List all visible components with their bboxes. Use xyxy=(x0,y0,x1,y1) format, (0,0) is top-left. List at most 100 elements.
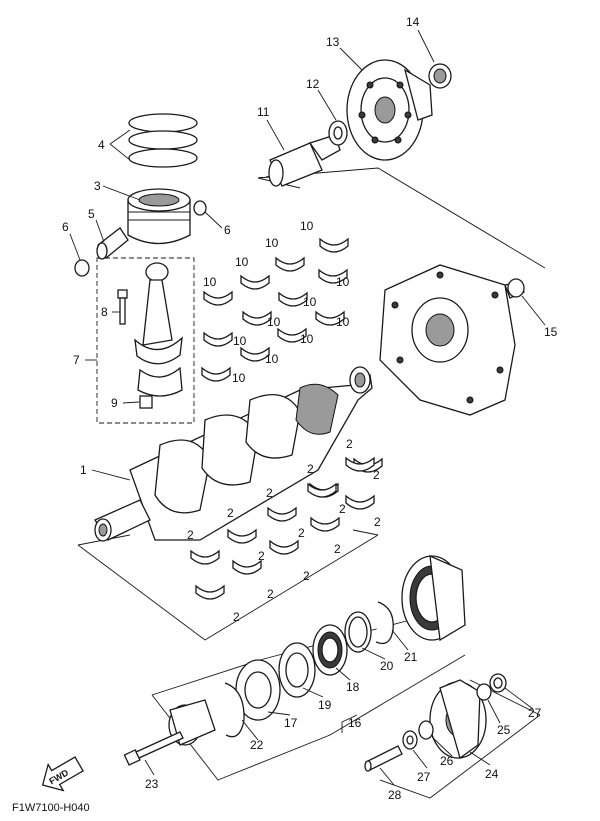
callout-labels: 14 13 12 11 4 3 5 6 6 8 7 9 1 15 10 10 1… xyxy=(62,15,558,802)
bearing-shell-10 xyxy=(201,366,231,382)
connecting-rod-assembly-box xyxy=(96,257,195,424)
part-6-clip-left xyxy=(74,259,90,277)
part-20-ring xyxy=(344,611,372,653)
callout-13: 13 xyxy=(326,35,340,49)
callout-18: 18 xyxy=(346,680,360,694)
bearing-shell-2 xyxy=(195,584,225,600)
part-10-bearings xyxy=(201,237,349,382)
callout-2: 2 xyxy=(233,610,240,624)
part-26-washer xyxy=(418,720,434,740)
part-7-connecting-rod xyxy=(134,262,183,397)
bearing-shell-2 xyxy=(227,528,257,544)
part-27-washer-top xyxy=(489,673,507,693)
part-15-housing xyxy=(379,264,525,416)
bearing-shell-10 xyxy=(318,268,348,284)
bearing-shell-2 xyxy=(345,494,375,510)
connecting-rod-parts xyxy=(117,262,183,409)
callout-10: 10 xyxy=(267,315,281,329)
callout-10: 10 xyxy=(303,295,317,309)
part-16-clutch-gear xyxy=(401,554,466,642)
part-15-seal xyxy=(507,278,525,298)
bearing-shell-10 xyxy=(278,291,308,307)
callout-10: 10 xyxy=(203,275,217,289)
right-gear-parts xyxy=(364,673,507,772)
callout-10: 10 xyxy=(300,219,314,233)
fwd-arrow-icon: FWD xyxy=(41,756,84,792)
bearing-shell-2 xyxy=(267,506,297,522)
callout-11: 11 xyxy=(257,105,270,119)
callout-28: 28 xyxy=(388,788,402,802)
part-6-clip-right xyxy=(193,200,207,216)
part-5-piston-pin xyxy=(96,227,129,260)
bearing-shell-10 xyxy=(315,310,345,326)
callout-10: 10 xyxy=(300,332,314,346)
callout-1: 1 xyxy=(80,463,87,477)
part-9-nut xyxy=(139,395,153,409)
part-19-race xyxy=(278,642,316,698)
part-8-bolt xyxy=(117,289,128,325)
leader-lines xyxy=(69,29,546,786)
callout-3: 3 xyxy=(94,179,101,193)
callout-2: 2 xyxy=(373,468,380,482)
callout-19: 19 xyxy=(318,698,332,712)
part-17-bearing xyxy=(235,659,281,721)
bearing-shell-10 xyxy=(242,310,272,326)
bearing-shell-10 xyxy=(275,256,305,272)
callout-4: 4 xyxy=(98,138,105,152)
callout-6-right: 6 xyxy=(224,223,231,237)
figure-code: F1W7100-H040 xyxy=(12,802,90,814)
callout-2: 2 xyxy=(339,502,346,516)
callout-10: 10 xyxy=(265,236,279,250)
part-25-bushing xyxy=(476,683,492,701)
part-1-crankshaft xyxy=(94,366,373,542)
callout-8: 8 xyxy=(101,305,108,319)
callout-21: 21 xyxy=(404,650,418,664)
callout-12: 12 xyxy=(306,77,320,91)
callout-2: 2 xyxy=(258,549,265,563)
part-22-snap-ring xyxy=(224,682,245,738)
part-18-needle-bearing xyxy=(312,624,348,676)
part-4-piston-rings xyxy=(128,113,198,168)
callout-2: 2 xyxy=(346,437,353,451)
bearing-shell-10 xyxy=(240,274,270,290)
bearing-shell-2 xyxy=(190,549,220,565)
callout-24: 24 xyxy=(485,767,499,781)
callout-26: 26 xyxy=(440,754,454,768)
callout-2: 2 xyxy=(374,515,381,529)
callout-7: 7 xyxy=(73,353,80,367)
callout-23: 23 xyxy=(145,777,159,791)
bearing-shell-2 xyxy=(307,482,337,498)
bearing-shell-10 xyxy=(277,327,307,343)
part-21-snap-ring xyxy=(375,601,394,645)
callout-15: 15 xyxy=(544,325,558,339)
bearing-shell-10 xyxy=(240,346,270,362)
part-28-pin xyxy=(364,745,403,772)
bearing-shell-2 xyxy=(310,516,340,532)
part-23-bolt xyxy=(123,731,184,766)
callout-6-left: 6 xyxy=(62,220,69,234)
balancer-shaft-parts xyxy=(268,59,452,187)
callout-2: 2 xyxy=(307,462,314,476)
part-13-cover xyxy=(346,59,433,161)
callout-2: 2 xyxy=(303,569,310,583)
bearing-shell-10 xyxy=(203,331,233,347)
part-2-bearings xyxy=(190,456,383,600)
callout-2: 2 xyxy=(187,528,194,542)
part-gear-shaft-left xyxy=(168,699,216,746)
piston-parts xyxy=(74,113,207,277)
part-11-shaft xyxy=(268,134,341,187)
callout-2: 2 xyxy=(267,587,274,601)
callout-10: 10 xyxy=(232,371,246,385)
bearing-shell-2 xyxy=(269,539,299,555)
callout-2: 2 xyxy=(227,506,234,520)
callout-20: 20 xyxy=(380,659,394,673)
callout-10: 10 xyxy=(265,352,279,366)
callout-25: 25 xyxy=(497,723,511,737)
callout-10: 10 xyxy=(235,255,249,269)
part-24-gear xyxy=(429,679,487,760)
part-3-piston xyxy=(127,188,191,245)
bearing-shell-2 xyxy=(232,559,262,575)
part-12-washer xyxy=(328,120,348,146)
part-27-washer-bottom xyxy=(402,730,418,750)
